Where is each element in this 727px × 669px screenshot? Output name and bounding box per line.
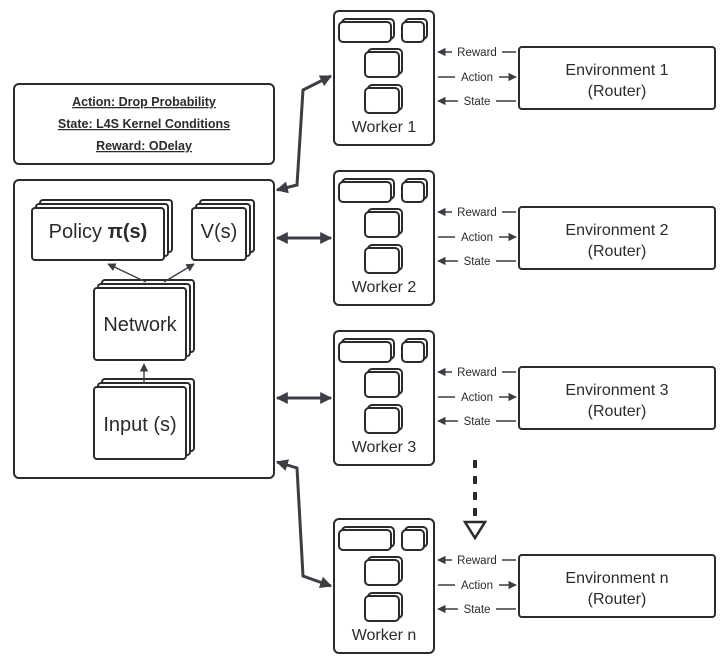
value-box: V(s) [191,199,255,261]
environment-title: Environment 1 [565,62,668,79]
state-label: State [464,256,491,268]
reward-label: Reward [457,367,497,379]
info-action-text: Action: Drop Probability [72,95,216,109]
info-state-text: State: L4S Kernel Conditions [58,117,230,131]
environment-box [518,206,716,270]
state-label: State [464,416,491,428]
agent-workern-connector [275,459,333,589]
global-agent-box: Policy π(s) V(s) Network Input (s) [13,179,275,479]
reward-label: Reward [457,207,497,219]
input-label: Input (s) [103,414,176,436]
info-box: Action: Drop Probability State: L4S Kern… [13,83,275,165]
network-to-value-arrow [163,263,195,283]
action-label: Action [461,392,493,404]
policy-label: Policy π(s) [49,221,148,243]
environment-title: Environment n [565,570,668,587]
network-label: Network [103,314,177,336]
environment-subtitle: (Router) [588,591,647,608]
value-label: V(s) [201,221,238,243]
network-box: Network [93,279,195,361]
environment-subtitle: (Router) [588,83,647,100]
environment-box [518,46,716,110]
network-to-policy-arrow [107,263,147,283]
agent-worker1-connector [275,74,333,194]
worker-label: Worker 1 [352,119,417,136]
environment-title: Environment 2 [565,222,668,239]
reward-label: Reward [457,555,497,567]
action-label: Action [461,72,493,84]
worker-label: Worker 3 [352,439,417,456]
environment-box [518,366,716,430]
environment-title: Environment 3 [565,382,668,399]
worker-label: Worker n [352,627,417,644]
worker-row-n: Worker n Environment n (Router) Reward A… [333,518,716,654]
worker-label: Worker 2 [352,279,417,296]
action-label: Action [461,232,493,244]
worker-row-3: Worker 3 Environment 3 (Router) Reward A… [333,330,716,466]
worker-row-1: Worker 1 Environment 1 (Router) Reward A… [333,10,716,146]
action-label: Action [461,580,493,592]
state-label: State [464,96,491,108]
policy-box: Policy π(s) [31,199,173,261]
input-box: Input (s) [93,378,195,460]
more-workers-arrowhead-icon [462,520,488,541]
environment-box [518,554,716,618]
environment-subtitle: (Router) [588,403,647,420]
info-reward-text: Reward: ODelay [96,139,192,153]
state-label: State [464,604,491,616]
worker-row-2: Worker 2 Environment 2 (Router) Reward A… [333,170,716,306]
reward-label: Reward [457,47,497,59]
environment-subtitle: (Router) [588,243,647,260]
